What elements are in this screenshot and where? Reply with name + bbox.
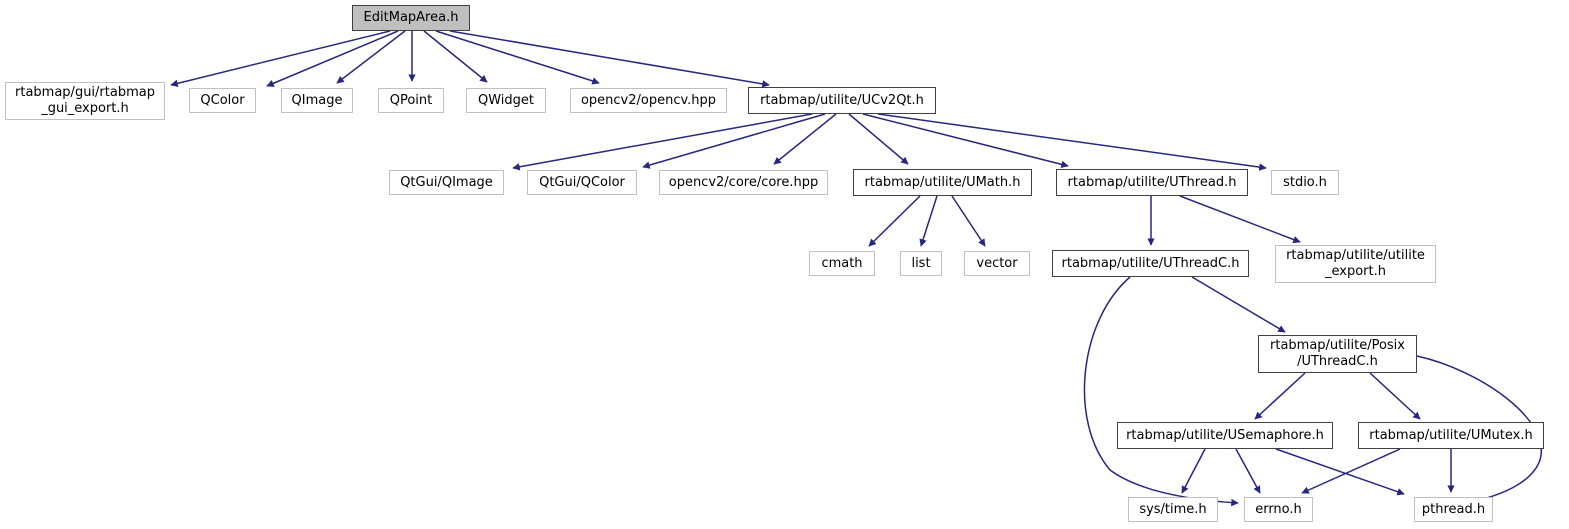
graph-node-pthread[interactable]: pthread.h bbox=[1414, 497, 1493, 522]
graph-node-list[interactable]: list bbox=[900, 251, 942, 276]
graph-node-label: stdio.h bbox=[1283, 174, 1327, 190]
graph-node-uthreadc[interactable]: rtabmap/utilite/UThreadC.h bbox=[1052, 250, 1249, 277]
graph-edge-editmaparea-to-opencv_hpp bbox=[435, 30, 600, 85]
graph-node-systime[interactable]: sys/time.h bbox=[1128, 497, 1218, 522]
graph-node-editmaparea[interactable]: EditMapArea.h bbox=[352, 5, 470, 31]
graph-node-label: rtabmap/utilite/UThreadC.h bbox=[1061, 255, 1240, 271]
graph-edge-umath-to-vector bbox=[951, 195, 986, 247]
graph-node-label: QtGui/QImage bbox=[400, 174, 493, 190]
graph-edge-ucv2qt-to-uthread bbox=[862, 113, 1069, 168]
graph-node-label: list bbox=[911, 255, 931, 271]
graph-node-umath[interactable]: rtabmap/utilite/UMath.h bbox=[853, 169, 1032, 196]
graph-node-qtgui_qimage[interactable]: QtGui/QImage bbox=[389, 170, 504, 195]
graph-edge-editmaparea-to-gui_export bbox=[170, 30, 391, 88]
graph-edge-umutex-to-errno bbox=[1301, 448, 1401, 494]
graph-edge-posix_uthreadc-to-umutex bbox=[1369, 372, 1421, 420]
graph-edge-ucv2qt-to-qtgui_qcolor bbox=[642, 113, 826, 169]
graph-edge-editmaparea-to-ucv2qt bbox=[449, 30, 770, 88]
graph-node-label: EditMapArea.h bbox=[363, 10, 459, 26]
graph-node-label: pthread.h bbox=[1421, 501, 1486, 517]
graph-node-umutex[interactable]: rtabmap/utilite/UMutex.h bbox=[1358, 422, 1544, 449]
graph-node-label: rtabmap/gui/rtabmap _gui_export.h bbox=[15, 85, 155, 116]
graph-node-label: rtabmap/utilite/UMath.h bbox=[864, 174, 1021, 190]
graph-edge-uthreadc-to-errno bbox=[1083, 276, 1239, 507]
graph-node-usemaphore[interactable]: rtabmap/utilite/USemaphore.h bbox=[1117, 422, 1333, 449]
graph-edge-uthreadc-to-posix_uthreadc bbox=[1191, 276, 1286, 333]
graph-node-label: QtGui/QColor bbox=[539, 174, 625, 190]
graph-node-errno[interactable]: errno.h bbox=[1244, 497, 1313, 522]
graph-edge-editmaparea-to-qwidget bbox=[423, 30, 488, 83]
graph-edge-editmaparea-to-qimage bbox=[336, 30, 406, 84]
graph-node-opencv_core[interactable]: opencv2/core/core.hpp bbox=[659, 170, 828, 195]
graph-node-ucv2qt[interactable]: rtabmap/utilite/UCv2Qt.h bbox=[748, 87, 936, 114]
graph-node-label: rtabmap/utilite/UThread.h bbox=[1067, 174, 1237, 190]
graph-edge-ucv2qt-to-qtgui_qimage bbox=[512, 113, 813, 171]
graph-node-stdio[interactable]: stdio.h bbox=[1271, 170, 1339, 195]
graph-edge-usemaphore-to-pthread bbox=[1275, 448, 1405, 496]
graph-node-opencv_hpp[interactable]: opencv2/opencv.hpp bbox=[570, 88, 727, 113]
graph-node-posix_uthreadc[interactable]: rtabmap/utilite/Posix /UThreadC.h bbox=[1258, 335, 1417, 373]
graph-node-label: rtabmap/utilite/UMutex.h bbox=[1369, 427, 1533, 443]
graph-edge-usemaphore-to-errno bbox=[1235, 448, 1261, 494]
graph-node-label: QWidget bbox=[477, 92, 534, 108]
graph-edge-editmaparea-to-qcolor bbox=[266, 30, 399, 87]
graph-edge-ucv2qt-to-umath bbox=[848, 113, 909, 165]
graph-edge-umath-to-cmath bbox=[868, 195, 921, 247]
graph-edges bbox=[170, 30, 1543, 507]
graph-node-label: QImage bbox=[291, 92, 343, 108]
graph-node-label: vector bbox=[976, 255, 1018, 271]
graph-node-qtgui_qcolor[interactable]: QtGui/QColor bbox=[527, 170, 637, 195]
graph-edge-ucv2qt-to-opencv_core bbox=[773, 113, 837, 165]
graph-edge-umath-to-list bbox=[919, 195, 938, 247]
graph-node-label: opencv2/core/core.hpp bbox=[668, 174, 819, 190]
graph-node-label: rtabmap/utilite/UCv2Qt.h bbox=[760, 92, 924, 108]
graph-node-qpoint[interactable]: QPoint bbox=[378, 88, 444, 113]
graph-node-label: rtabmap/utilite/utilite _export.h bbox=[1286, 248, 1425, 279]
graph-edge-posix_uthreadc-to-pthread bbox=[1416, 355, 1543, 505]
graph-edge-ucv2qt-to-stdio bbox=[877, 113, 1267, 171]
graph-node-qcolor[interactable]: QColor bbox=[189, 88, 256, 113]
graph-node-label: rtabmap/utilite/USemaphore.h bbox=[1126, 427, 1324, 443]
graph-node-cmath[interactable]: cmath bbox=[809, 251, 875, 276]
graph-edge-posix_uthreadc-to-usemaphore bbox=[1254, 372, 1306, 420]
graph-node-label: cmath bbox=[821, 255, 863, 271]
graph-edge-uthread-to-utilite_export bbox=[1179, 195, 1301, 244]
graph-edge-usemaphore-to-systime bbox=[1181, 448, 1206, 494]
graph-node-label: QPoint bbox=[389, 92, 433, 108]
graph-node-utilite_export[interactable]: rtabmap/utilite/utilite _export.h bbox=[1275, 245, 1436, 283]
graph-node-qwidget[interactable]: QWidget bbox=[466, 88, 546, 113]
graph-node-gui_export[interactable]: rtabmap/gui/rtabmap _gui_export.h bbox=[5, 82, 165, 120]
graph-node-uthread[interactable]: rtabmap/utilite/UThread.h bbox=[1056, 169, 1248, 196]
graph-node-label: QColor bbox=[200, 92, 245, 108]
graph-node-label: opencv2/opencv.hpp bbox=[580, 92, 717, 108]
graph-node-vector[interactable]: vector bbox=[964, 251, 1030, 276]
graph-node-label: rtabmap/utilite/Posix /UThreadC.h bbox=[1270, 338, 1405, 369]
graph-node-label: errno.h bbox=[1255, 501, 1302, 517]
graph-node-qimage[interactable]: QImage bbox=[281, 88, 353, 113]
graph-node-label: sys/time.h bbox=[1139, 501, 1207, 517]
